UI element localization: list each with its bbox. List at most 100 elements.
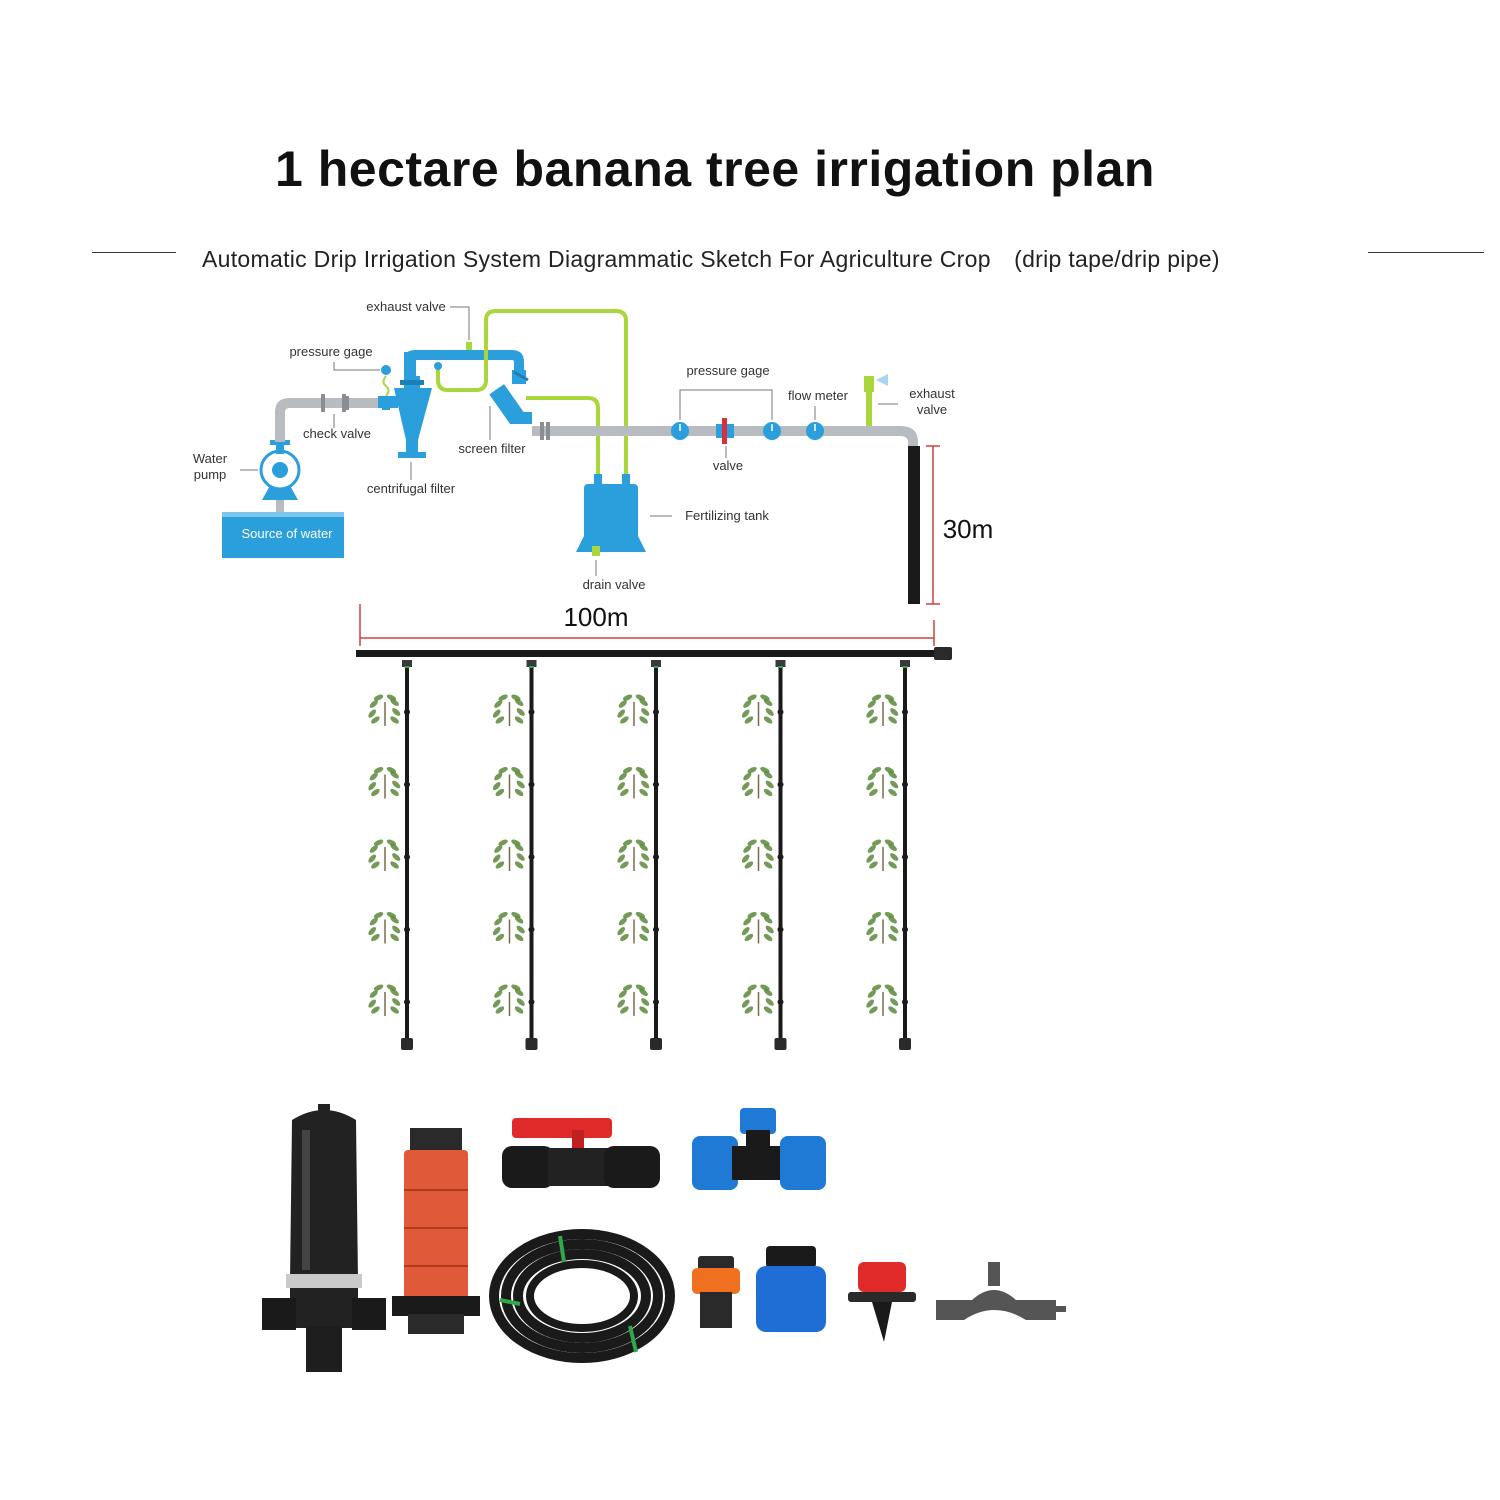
subtitle-rule-right [1368,252,1484,253]
dimension-30m [926,445,940,605]
screen-filter [489,370,532,424]
pressure-gage-left-label: pressure gage [289,344,372,359]
banana-plant-icon [866,767,899,799]
fertigation-supply-line [436,309,628,476]
page-title: 1 hectare banana tree irrigation plan [275,141,1155,197]
dripper-point [404,854,410,860]
dripper-point [902,999,908,1005]
subtitle-row: Automatic Drip Irrigation System Diagram… [92,238,1484,272]
fertigation-return-line [526,396,600,476]
dimension-30m-label: 30m [943,514,994,544]
lateral-end-cap [899,1038,911,1050]
check-valve-label: check valve [303,426,371,441]
submain-vertical-pipe [908,446,920,604]
dripper-point [404,926,410,933]
banana-plant-icon [492,984,525,1016]
banana-plant-icon [617,912,650,944]
tee-connector-icon [692,1108,826,1190]
banana-plant-icon [368,839,401,871]
water-pump [259,440,301,512]
dripper-point [777,926,784,933]
exhaust-valve-top [466,342,472,350]
banana-plant-icon [741,839,774,871]
banana-plant-icon [866,694,899,726]
disc-filter-icon [262,1104,386,1372]
saddle-clamp-icon [936,1262,1066,1320]
dripper-point [902,854,908,860]
dimension-100m-label: 100m [563,602,628,632]
water-source-tank [222,512,344,558]
lateral-end-cap [525,1038,538,1050]
dripper-icon [848,1262,916,1342]
dripper-point [777,709,784,715]
screen-filter-label: screen filter [458,441,526,456]
banana-plant-icon [866,912,899,944]
banana-field [368,660,911,1050]
small-adapter-icon [692,1256,740,1328]
dripper-point [528,781,535,788]
banana-plant-icon [368,912,401,944]
water-surface [222,512,344,517]
banana-plant-icon [368,694,401,726]
fertilizing-tank [576,474,646,556]
lateral-line [866,660,911,1050]
dripper-point [653,999,659,1005]
water-pump-label-1: Water [193,451,228,466]
banana-plant-icon [741,912,774,944]
dripper-point [404,781,410,788]
dripper-point [653,926,659,933]
subtitle-rule-left [92,252,176,253]
centrifugal-filter-label: centrifugal filter [367,481,456,496]
dripper-point [777,854,784,860]
dripper-point [528,854,535,860]
dripper-point [653,854,659,860]
lateral-line [617,660,662,1050]
banana-plant-icon [617,839,650,871]
exhaust-valve-right-label-1: exhaust [909,386,955,401]
banana-plant-icon [492,694,525,726]
compression-coupling-icon [756,1246,826,1332]
banana-plant-icon [866,839,899,871]
banana-plant-icon [492,912,525,944]
source-of-water-label: Source of water [241,526,333,541]
dripper-point [902,709,908,715]
banana-plant-icon [617,694,650,726]
centrifugal-filter [378,350,524,458]
exhaust-valve-top-label: exhaust valve [366,299,446,314]
dripper-point [404,709,410,715]
dripper-point [653,781,659,788]
distribution-pipe [356,650,936,657]
pipe-coil-icon [489,1229,675,1363]
lateral-line [368,660,413,1050]
dripper-point [528,709,535,715]
drain-valve-label: drain valve [583,577,646,592]
lateral-end-cap [774,1038,787,1050]
main-valve [716,418,734,444]
exhaust-valve-right [864,374,888,426]
banana-plant-icon [617,767,650,799]
banana-plant-icon [492,767,525,799]
banana-plant-icon [492,839,525,871]
banana-plant-icon [368,767,401,799]
dripper-point [777,999,784,1005]
lateral-line [492,660,538,1050]
fertilizing-tank-label: Fertilizing tank [685,508,769,523]
ball-valve-icon [502,1118,660,1188]
banana-plant-icon [617,984,650,1016]
lateral-end-cap [401,1038,413,1050]
flow-meter-label: flow meter [788,388,849,403]
dimension-100m [359,604,935,646]
end-cap [934,647,952,660]
inlet-pipe [275,394,382,442]
subtitle: Automatic Drip Irrigation System Diagram… [202,246,1220,272]
valve-label: valve [713,458,743,473]
exhaust-valve-right-label-2: valve [917,402,947,417]
pressure-gage-right-label: pressure gage [686,363,769,378]
water-pump-label-2: pump [194,467,227,482]
dripper-point [528,999,535,1005]
dripper-point [902,781,908,788]
lateral-end-cap [650,1038,662,1050]
disc-filter-element-icon [392,1128,480,1334]
dripper-point [653,709,659,715]
